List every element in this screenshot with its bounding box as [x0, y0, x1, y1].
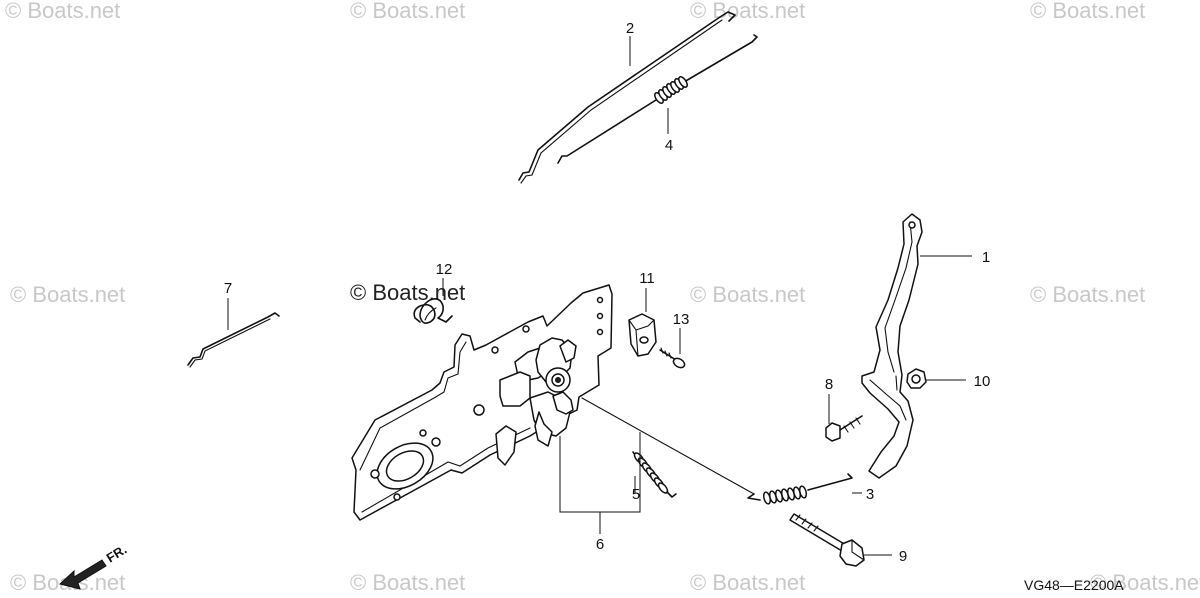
callout-10: 10	[974, 373, 991, 390]
callout-1: 1	[982, 249, 990, 266]
part-12-return-spring	[413, 298, 453, 324]
control-base-plate	[351, 284, 613, 521]
part-10-flange-nut	[906, 368, 927, 389]
part-3-spring	[581, 397, 853, 505]
part-2-governor-rod	[518, 11, 736, 184]
leader-lines	[227, 36, 972, 556]
part-11-cable-clamp	[628, 313, 657, 357]
watermark: © Boats.net	[690, 282, 805, 307]
callout-labels: 2 4 1 7 12 11 13 10 8 5 3 6 9	[224, 20, 991, 565]
watermark: © Boats.net	[690, 0, 805, 23]
watermark: © Boats.net	[1030, 282, 1145, 307]
callout-12: 12	[436, 261, 453, 278]
callout-9: 9	[899, 548, 907, 565]
watermark: © Boats.net	[5, 0, 120, 23]
part-7-link-rod	[187, 312, 280, 368]
watermark: © Boats.net	[350, 0, 465, 23]
part-9-flange-bolt	[789, 513, 865, 567]
part-5-governor-spring	[632, 451, 677, 498]
callout-2: 2	[626, 20, 634, 37]
callout-6: 6	[596, 536, 604, 553]
diagram-code: VG48—E2200A	[1024, 577, 1124, 593]
front-arrow-label: FR.	[104, 542, 130, 566]
callout-3: 3	[866, 486, 874, 503]
part-13-screw	[659, 347, 686, 369]
callout-7: 7	[224, 280, 232, 297]
watermark: © Boats.net	[350, 570, 465, 595]
watermark-layer: © Boats.net © Boats.net © Boats.net © Bo…	[5, 0, 1200, 595]
part-1-choke-lever	[861, 213, 923, 479]
watermark: © Boats.net	[1090, 570, 1200, 595]
callout-5: 5	[632, 486, 640, 503]
watermark: © Boats.net	[10, 282, 125, 307]
watermark: © Boats.net	[1030, 0, 1145, 23]
part-8-bolt	[825, 415, 863, 442]
watermark: © Boats.net	[690, 570, 805, 595]
front-arrow-icon	[58, 559, 107, 590]
watermark: © Boats.net	[350, 280, 465, 305]
callout-11: 11	[639, 270, 655, 287]
part-4-throttle-spring	[557, 34, 758, 164]
callout-8: 8	[825, 376, 833, 393]
callout-13: 13	[673, 311, 690, 328]
callout-4: 4	[665, 137, 673, 154]
